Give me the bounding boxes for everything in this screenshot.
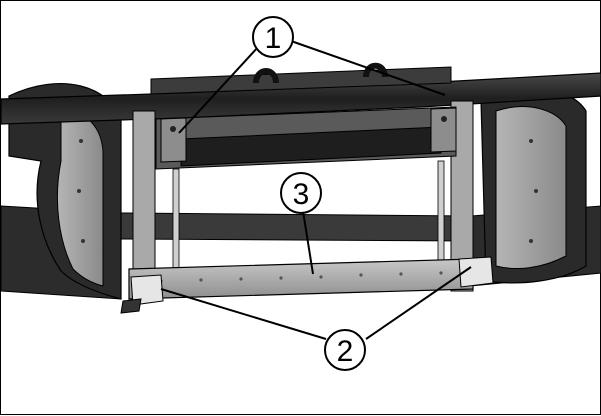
lower-plate (120, 256, 494, 314)
callout-3: 3 (280, 172, 322, 214)
callout-2-label: 2 (337, 335, 354, 368)
left-side-frame (8, 83, 122, 300)
callout-1-label: 1 (265, 22, 282, 55)
right-side-frame (480, 88, 587, 284)
callout-1: 1 (252, 16, 294, 58)
callout-3-label: 3 (293, 178, 310, 211)
upper-plate (155, 106, 457, 170)
callout-2: 2 (324, 329, 366, 371)
leader-lines (160, 40, 472, 340)
